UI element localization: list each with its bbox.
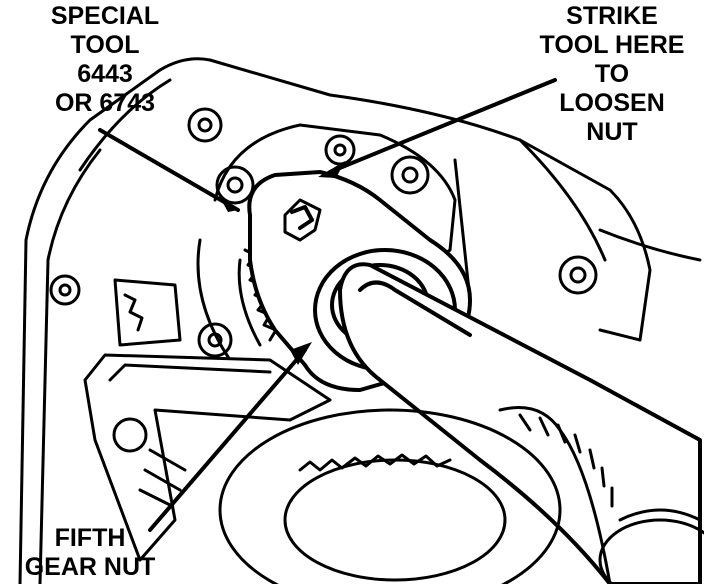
arrow-fifth-gear-nut bbox=[148, 348, 307, 532]
strike-tool-line-5: NUT bbox=[586, 118, 638, 146]
callout-fifth-gear-nut: FIFTH GEAR NUT bbox=[10, 524, 170, 582]
output-shaft bbox=[313, 248, 702, 584]
strike-tool-line-1: STRIKE bbox=[566, 2, 658, 30]
arrow-strike-tool bbox=[328, 78, 557, 174]
fifth-gear-nut-line-2: GEAR NUT bbox=[24, 553, 156, 581]
fifth-gear-nut-line-1: FIFTH bbox=[54, 524, 126, 552]
strike-tool-line-4: LOOSEN bbox=[559, 89, 665, 117]
lower-gears bbox=[218, 408, 704, 584]
callout-strike-tool: STRIKE TOOL HERE TO LOOSEN NUT bbox=[522, 2, 702, 147]
special-tool-line-4: OR 6743 bbox=[54, 89, 156, 117]
callout-special-tool: SPECIAL TOOL 6443 OR 6743 bbox=[20, 2, 190, 118]
fifth-gear bbox=[237, 248, 278, 347]
leader-arrows bbox=[98, 78, 557, 532]
special-tool-line-1: SPECIAL bbox=[50, 2, 160, 30]
case-housing bbox=[18, 57, 702, 584]
arrow-special-tool bbox=[98, 128, 240, 212]
retainer-plate bbox=[196, 123, 457, 382]
case-bolts bbox=[49, 107, 598, 358]
shift-bracket bbox=[83, 278, 332, 562]
strike-tool-line-3: TO bbox=[594, 60, 630, 88]
strike-tool-line-2: TOOL HERE bbox=[539, 31, 685, 59]
special-tool-line-2: TOOL bbox=[70, 31, 140, 59]
special-tool-line-3: 6443 bbox=[77, 60, 133, 88]
